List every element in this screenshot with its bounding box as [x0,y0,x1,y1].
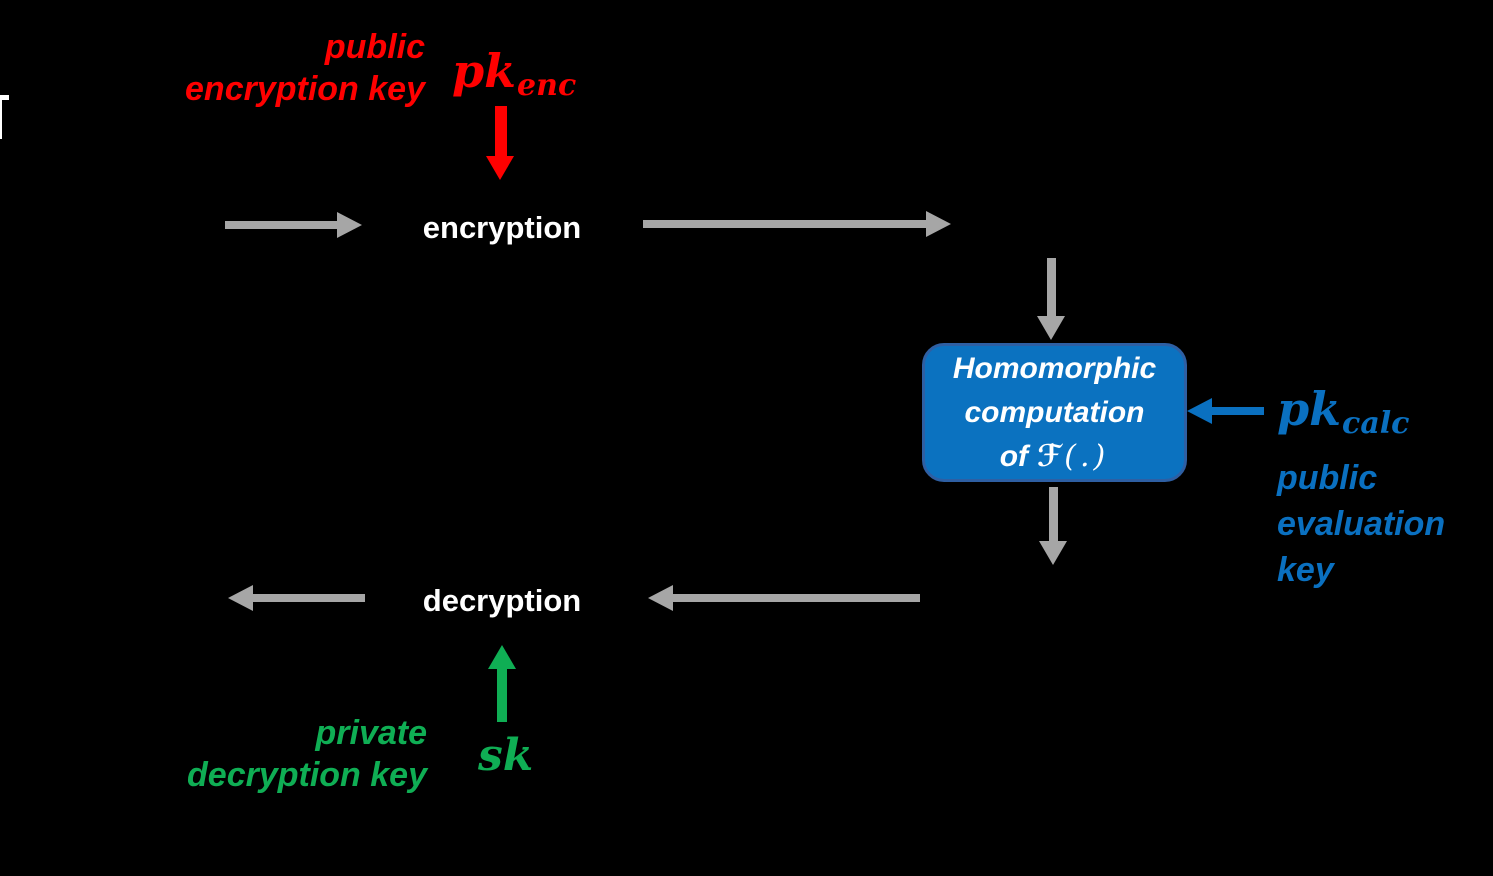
plaintext-input-arrow [225,212,362,238]
arrow-shaft [225,221,341,229]
ciphertext-output-arrow [643,211,951,237]
arrow-shaft [1049,487,1058,544]
pk-calc-arrow [1187,398,1264,424]
pk-calc-base: pk [1277,382,1342,436]
arrow-shaft [643,220,930,228]
arrow-shaft [1047,258,1056,319]
arrow-head [488,645,516,669]
pk-calc-symbol: pkcalc [1277,386,1410,442]
sk-symbol: sk [478,730,534,781]
encryption-node-label: encryption [422,210,582,245]
slide-edge-mark-horizontal [0,95,9,100]
arrow-head [1187,398,1212,424]
arrow-shaft [497,666,507,722]
private-decryption-key-label: private decryption key [159,712,427,796]
homomorphic-box-line1: Homomorphic [952,351,1157,385]
arrow-head [1037,316,1065,340]
arrow-shaft [249,594,365,602]
public-evaluation-key-line1: public [1277,459,1378,497]
public-encryption-key-label: public encryption key [157,26,425,110]
slide-edge-mark-vertical [0,99,2,139]
pk-enc-arrow [486,106,514,180]
arrow-head [648,585,673,611]
arrow-head [228,585,253,611]
sk-arrow [488,645,516,722]
arrow-shaft [495,106,507,159]
plaintext-result-output-arrow [228,585,365,611]
arrow-head [1039,541,1067,565]
arrow-homomorphic-result-down [1039,487,1067,565]
decryption-node-label: decryption [422,583,582,618]
homomorphic-box-line2: computation [964,395,1145,429]
arrow-head [486,156,514,180]
private-decryption-key-line2: decryption key [187,756,427,794]
script-f-symbol: ℱ [1037,438,1062,474]
pk-enc-symbol: pkenc [452,48,577,104]
arrow-head [926,211,951,237]
private-decryption-key-line1: private [315,714,428,752]
arrow-down-to-homomorphic-box [1037,258,1065,340]
arrow-into-decryption [648,585,920,611]
public-encryption-key-line1: public [324,28,425,66]
public-evaluation-key-label: public evaluation key [1277,455,1445,593]
public-evaluation-key-line3: key [1277,551,1334,589]
pk-enc-subscript: enc [517,68,577,104]
arrow-shaft [1208,407,1264,415]
of-text: of [999,439,1029,473]
arrow-shaft [669,594,920,602]
arrow-head [337,212,362,238]
pk-enc-base: pk [452,44,517,98]
public-evaluation-key-line2: evaluation [1277,505,1446,543]
public-encryption-key-line2: encryption key [185,70,425,108]
function-args: (.) [1064,438,1110,474]
pk-calc-subscript: calc [1342,406,1410,442]
